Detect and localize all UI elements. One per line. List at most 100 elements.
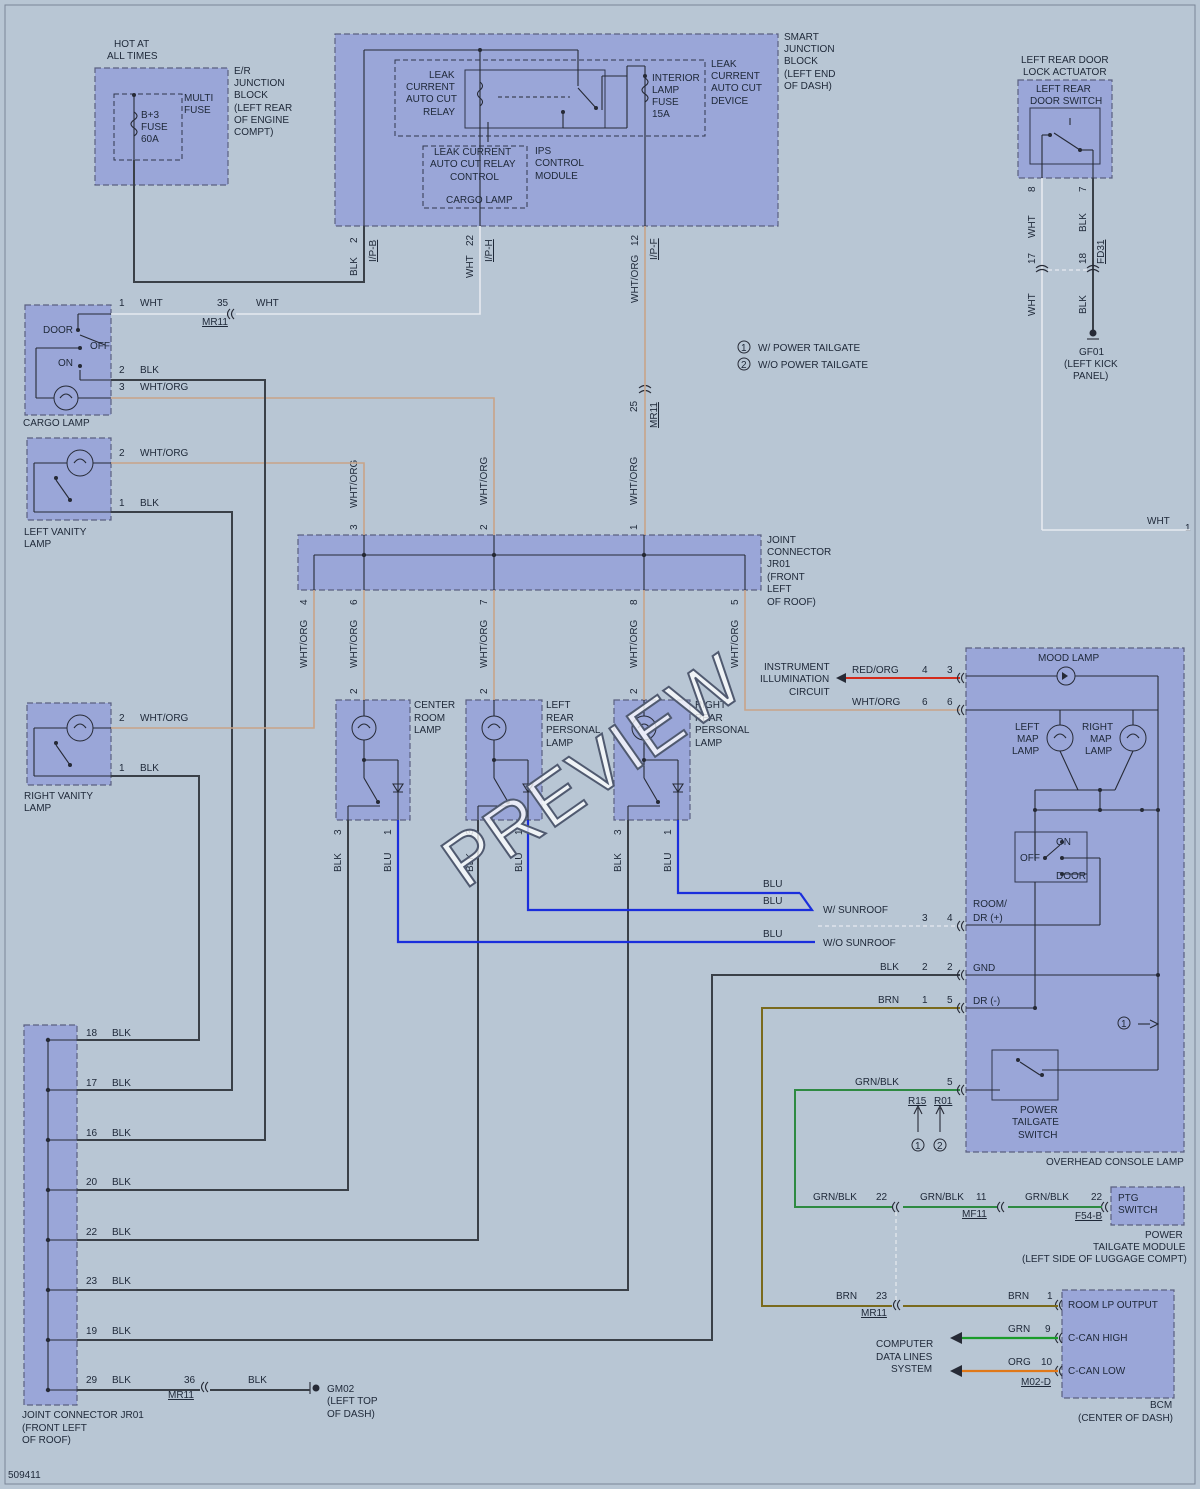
- instr-3: CIRCUIT: [789, 687, 830, 698]
- cargo-wire-3: WHT/ORG: [140, 382, 189, 393]
- lrp-pin-1: 1: [514, 829, 525, 835]
- ocl-r01: R01: [934, 1096, 953, 1107]
- er-label-5: OF ENGINE: [234, 115, 289, 126]
- sjb-label-1: SMART: [784, 32, 819, 43]
- jr01-top-label-2: CONNECTOR: [767, 547, 831, 558]
- jrb-mr11-wire: BLK: [248, 1375, 267, 1386]
- crl-label-1: CENTER: [414, 700, 455, 711]
- jrb-wire-22: BLK: [112, 1227, 131, 1238]
- jrb-wire-23: BLK: [112, 1276, 131, 1287]
- mood-lamp: MOOD LAMP: [1038, 653, 1099, 664]
- ocl-gnd-wire: BLK: [880, 962, 899, 973]
- bcm-mr11: MR11: [861, 1308, 887, 1319]
- rrp-pin-1: 1: [663, 829, 674, 835]
- crl-wire-blk: BLK: [333, 853, 344, 872]
- rrp-label-2: REAR: [695, 713, 723, 724]
- jrb-wire-16: BLK: [112, 1128, 131, 1139]
- er-multi-2: FUSE: [184, 105, 211, 116]
- actuator-pin-8: 8: [1027, 186, 1038, 192]
- actuator-switch-1: LEFT REAR: [1036, 84, 1091, 95]
- legend-notes: 1 W/ POWER TAILGATE 2 W/O POWER TAILGATE: [737, 340, 868, 371]
- rrp-pin-2: 2: [629, 688, 640, 694]
- fuse-3: FUSE: [652, 97, 679, 108]
- jrb-dot-6: [45, 1337, 51, 1343]
- ptg-mod-label-1: POWER: [1145, 1230, 1183, 1241]
- ocl-door: DOOR: [1056, 871, 1086, 882]
- cargo-pin-1: 1: [119, 298, 125, 309]
- ocl-label: OVERHEAD CONSOLE LAMP: [1046, 1157, 1184, 1168]
- actuator-conn-wht: WHT: [1027, 293, 1038, 316]
- ocl-room-p2: 4: [947, 913, 953, 924]
- bcm-label-1: BCM: [1150, 1400, 1172, 1411]
- ocl-r01-ref: 2: [937, 1141, 943, 1152]
- jr01-top-wire-2: WHT/ORG: [479, 456, 490, 505]
- lrp-wire-blu: BLU: [514, 853, 525, 872]
- bcm-c-low: C-CAN LOW: [1068, 1366, 1126, 1377]
- bcm-org-pin: 10: [1041, 1357, 1053, 1368]
- cargo-pin-2: 2: [119, 365, 125, 376]
- ips-1: IPS: [535, 146, 551, 157]
- jrb-mr11-num: 36: [184, 1375, 196, 1386]
- wires: [77, 160, 1102, 1391]
- bcm-mr11-wire: BRN: [836, 1291, 857, 1302]
- sjb-conn-ipf: I/P-F: [649, 238, 660, 260]
- er-label-6: COMPT): [234, 127, 273, 138]
- bcm-brn-pin: 1: [1047, 1291, 1053, 1302]
- rv-pin-1: 1: [119, 763, 125, 774]
- device-4: DEVICE: [711, 96, 749, 107]
- sjb-label-5: OF DASH): [784, 81, 832, 92]
- jr01-top-wire-1: WHT/ORG: [629, 456, 640, 505]
- jr01-top-label-6: OF ROOF): [767, 597, 816, 608]
- ips-2: CONTROL: [535, 158, 584, 169]
- jr01-top-label-3: JR01: [767, 559, 791, 570]
- jr01-bot-wire-5: WHT/ORG: [730, 619, 741, 668]
- lrp-label-2: REAR: [546, 713, 574, 724]
- rrp-label-4: LAMP: [695, 738, 723, 749]
- right-map-2: MAP: [1090, 734, 1112, 745]
- jrb-wire-29: BLK: [112, 1375, 131, 1386]
- ocl-whtorg-wire: WHT/ORG: [852, 697, 901, 708]
- diagram-id: 509411: [8, 1470, 41, 1481]
- cargo-door: DOOR: [43, 325, 73, 336]
- left-rear-personal-lamp: LEFT REAR PERSONAL LAMP 2 3 BLK 1 BLU: [465, 688, 601, 872]
- jrb-pin-18: 18: [86, 1028, 98, 1039]
- ptg-p3: 22: [1091, 1192, 1103, 1203]
- crl-label-3: LAMP: [414, 725, 442, 736]
- instr-1: INSTRUMENT: [764, 662, 830, 673]
- gm02-3: OF DASH): [327, 1409, 375, 1420]
- actuator-conn-fd31: FD31: [1096, 239, 1107, 264]
- right-vanity-lamp: RIGHT VANITY LAMP 2 WHT/ORG 1 BLK: [24, 702, 189, 814]
- actuator-label-2: LOCK ACTUATOR: [1023, 67, 1107, 78]
- sjb-wire-whtorg: WHT/ORG: [630, 254, 641, 303]
- crl-pin-1: 1: [383, 829, 394, 835]
- cargo-lamp: DOOR OFF ON CARGO LAMP 1 WHT 2 BLK 3 WHT…: [23, 298, 279, 429]
- jrb-pin-17: 17: [86, 1078, 98, 1089]
- cargo-label: CARGO LAMP: [23, 418, 90, 429]
- mr11-mid-num: 25: [629, 400, 640, 412]
- sjb-wire-blk: BLK: [349, 257, 360, 276]
- cargo-pin-3: 3: [119, 382, 125, 393]
- ips-3: MODULE: [535, 171, 578, 182]
- er-junction-block: HOT AT ALL TIMES B+3 FUSE 60A MULTI FUSE…: [94, 39, 292, 186]
- control-2: AUTO CUT RELAY: [430, 159, 516, 170]
- bcm-label-2: (CENTER OF DASH): [1078, 1413, 1173, 1424]
- jrb-dot-1: [45, 1087, 51, 1093]
- note-1-circle: 1: [741, 343, 747, 354]
- device-1: LEAK: [711, 59, 737, 70]
- ptg-mod-sw-2: SWITCH: [1118, 1205, 1157, 1216]
- jrb-label-3: OF ROOF): [22, 1435, 71, 1446]
- jrb-pin-19: 19: [86, 1326, 98, 1337]
- bcm-brn-wire: BRN: [1008, 1291, 1029, 1302]
- actuator-wire-wht: WHT: [1027, 215, 1038, 238]
- jrb-wire-17: BLK: [112, 1078, 131, 1089]
- sjb-conn-iph: I/P-H: [484, 239, 495, 262]
- actuator-conn-18: 18: [1078, 252, 1089, 264]
- sjb-label-2: JUNCTION: [784, 44, 835, 55]
- joint-connector-top: JOINT CONNECTOR JR01 (FRONT LEFT OF ROOF…: [297, 456, 831, 668]
- actuator-conn-blk: BLK: [1078, 295, 1089, 314]
- actuator-label-1: LEFT REAR DOOR: [1021, 55, 1109, 66]
- rv-label-1: RIGHT VANITY: [24, 791, 93, 802]
- ocl-on: ON: [1056, 837, 1071, 848]
- bcm-mr11-num: 23: [876, 1291, 888, 1302]
